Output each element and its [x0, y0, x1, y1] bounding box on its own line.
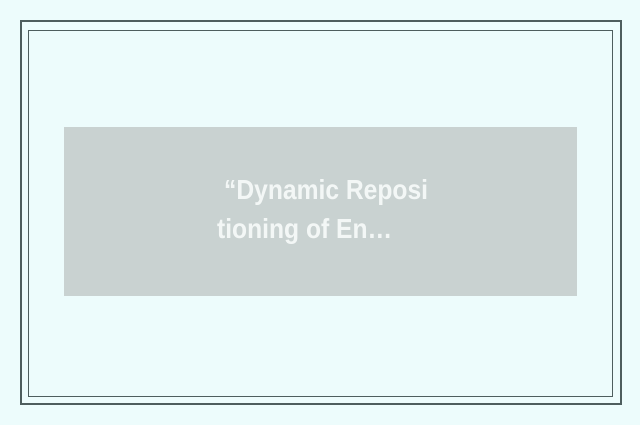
- title-line-2: tioning of En…: [217, 213, 393, 244]
- outer-border-frame: [20, 20, 622, 405]
- inner-border-frame: [28, 30, 613, 397]
- title-line-1: “Dynamic Reposi: [224, 174, 429, 205]
- title-card: [64, 127, 577, 296]
